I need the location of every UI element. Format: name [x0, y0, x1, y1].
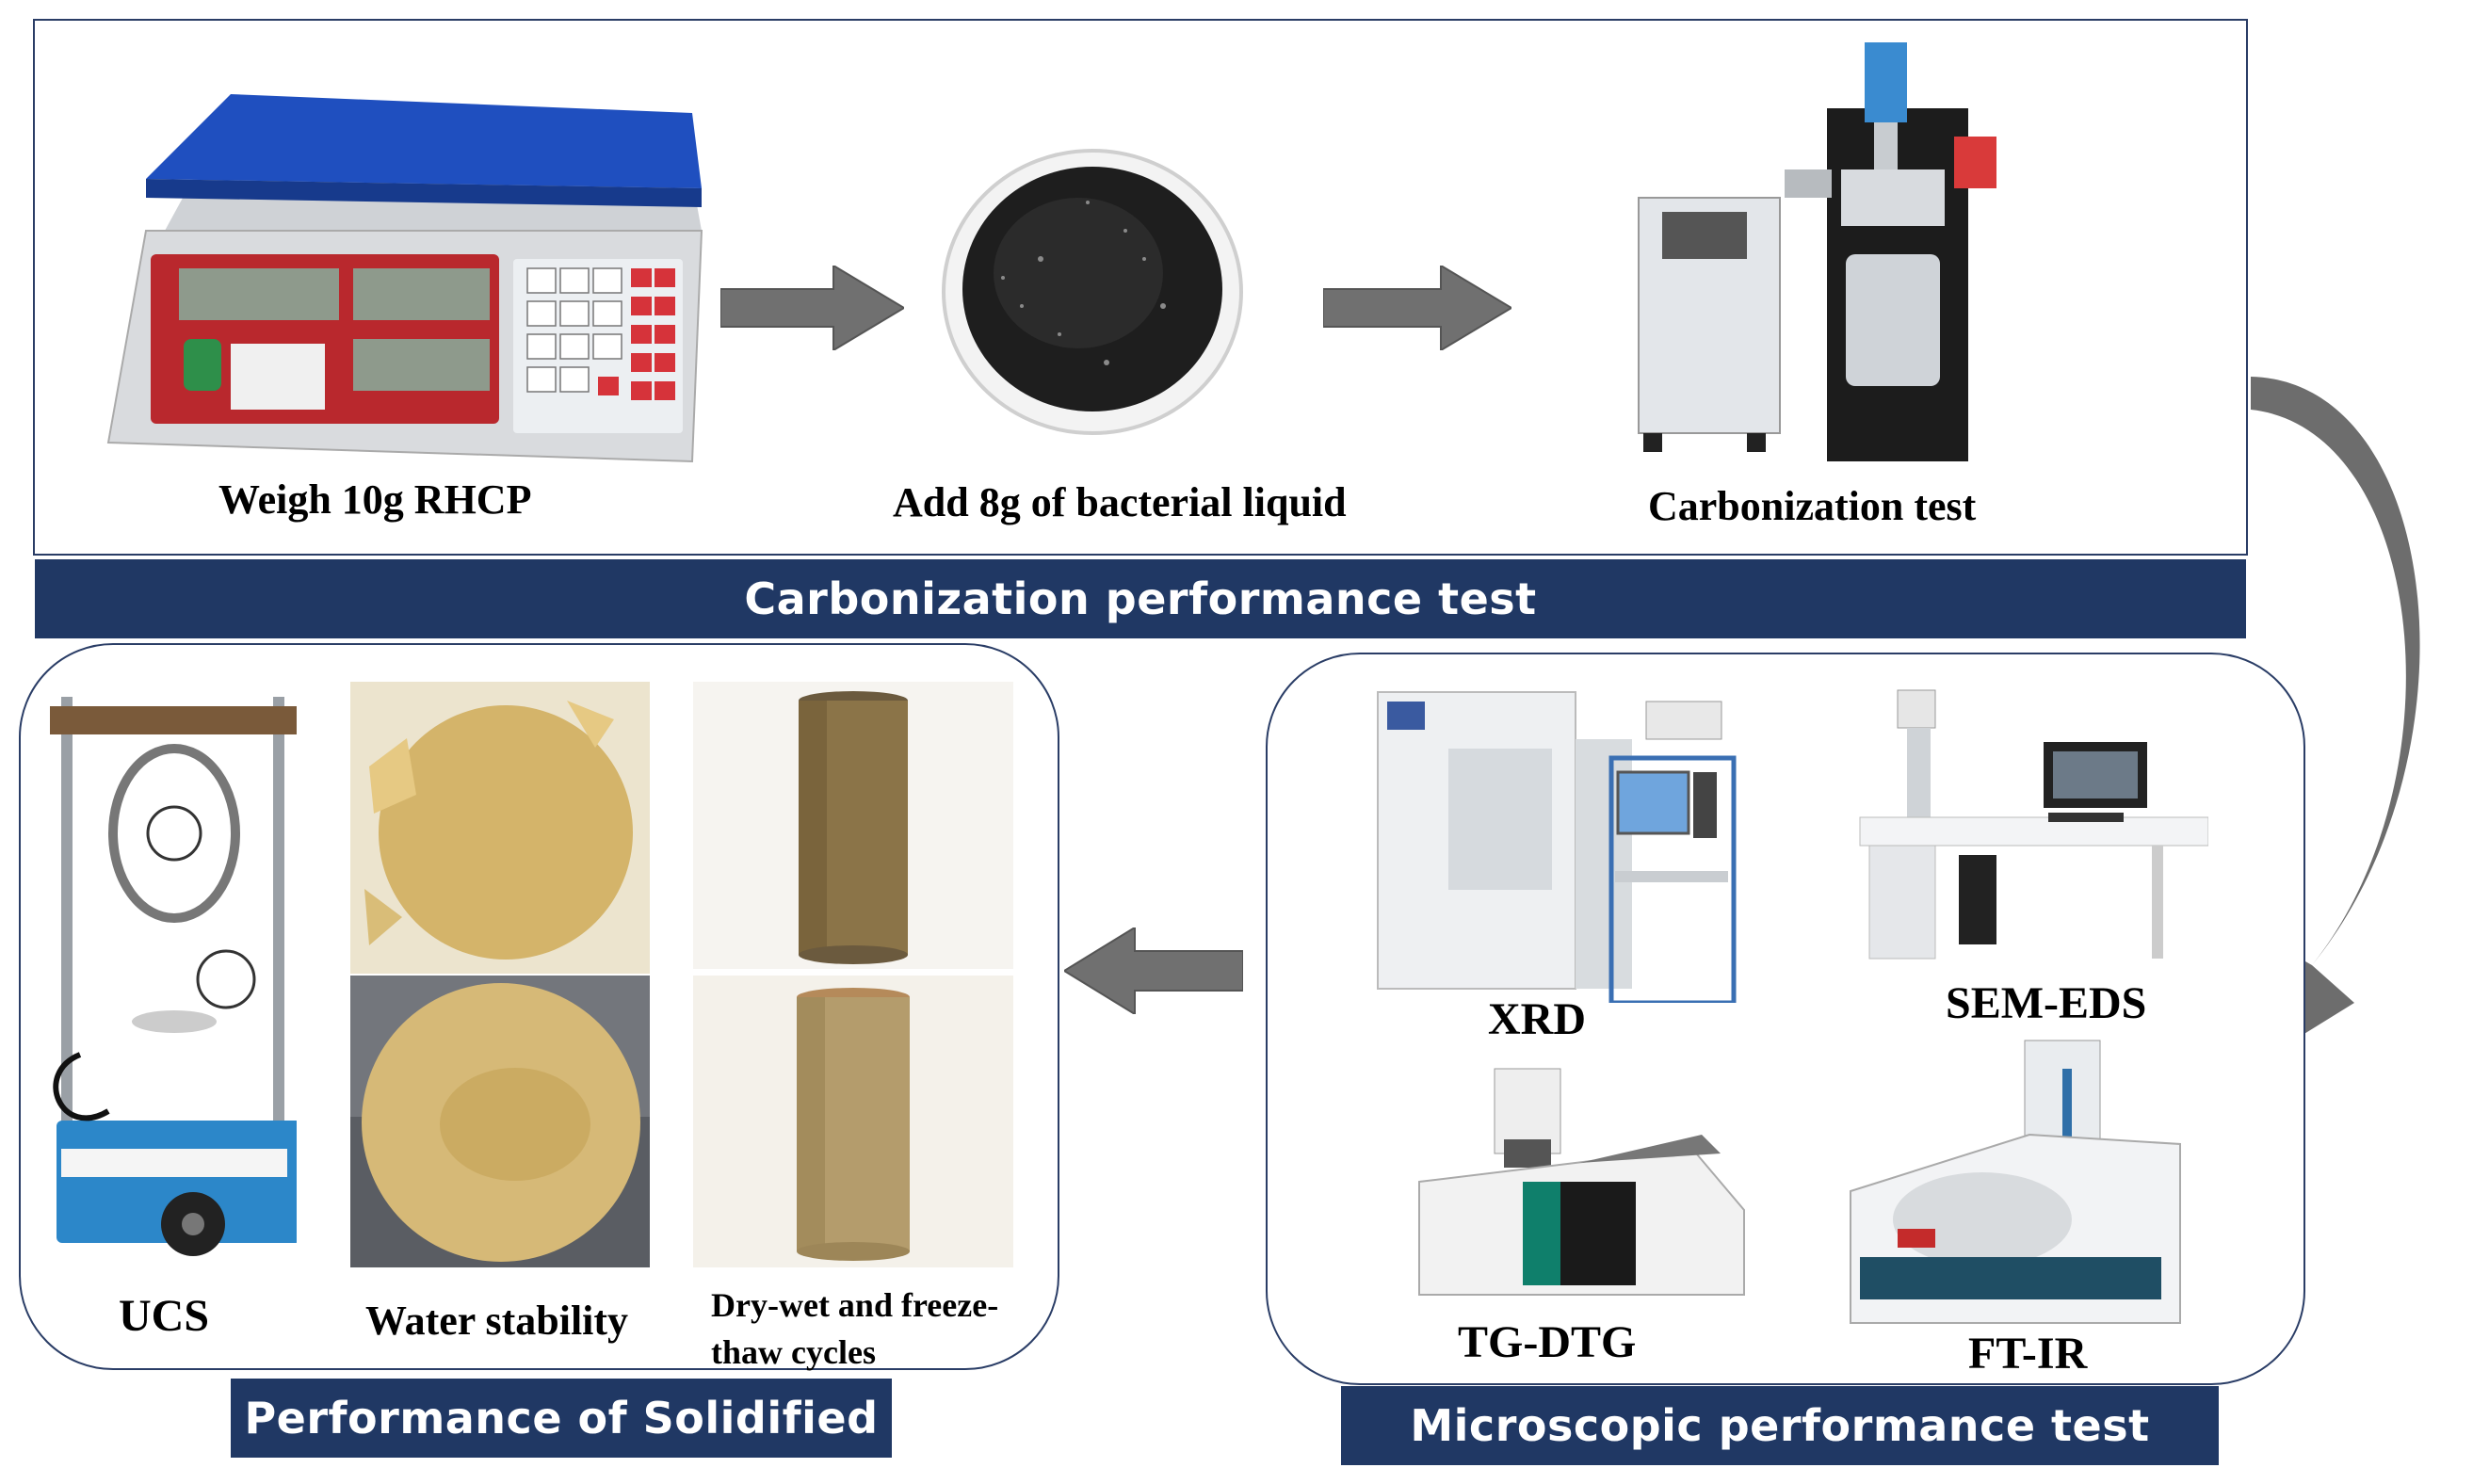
arrow-left-icon — [1064, 928, 1243, 1014]
dry-wet-label-line2: thaw cycles — [711, 1333, 876, 1371]
tga-instrument-icon — [1418, 1068, 1745, 1296]
step-label-bacteria: Add 8g of bacterial liquid — [893, 479, 1347, 525]
carbonization-banner: Carbonization performance test — [35, 559, 2246, 638]
ucs-tester-icon — [50, 697, 297, 1256]
ucs-label: UCS — [119, 1291, 210, 1341]
sem-instrument-icon — [1859, 689, 2208, 960]
solidified-banner: Performance of Solidified — [231, 1379, 892, 1458]
water-stability-sample-icon — [350, 682, 650, 1267]
step-label-weigh: Weigh 10g RHCP — [218, 476, 532, 523]
xrd-label: XRD — [1488, 994, 1586, 1044]
ftir-label: FT-IR — [1968, 1329, 2088, 1379]
tga-label: TG-DTG — [1458, 1317, 1637, 1367]
dry-wet-label-line1: Dry-wet and freeze- — [711, 1286, 999, 1324]
water-stability-label: Water stability — [365, 1298, 629, 1344]
step-label-carbonization: Carbonization test — [1648, 483, 1977, 529]
carbonization-reactor-icon — [1638, 42, 1996, 461]
sem-label: SEM-EDS — [1946, 978, 2147, 1028]
arrow-right-icon — [1323, 266, 1511, 350]
microscopic-banner: Microscopic performance test — [1341, 1386, 2219, 1465]
electronic-scale-icon — [106, 94, 703, 463]
xrd-instrument-icon — [1377, 691, 1737, 1003]
arrow-right-icon — [720, 266, 904, 350]
cylinder-sample-icon — [693, 682, 1013, 1267]
ftir-instrument-icon — [1850, 1040, 2181, 1324]
petri-dish-icon — [942, 149, 1243, 435]
